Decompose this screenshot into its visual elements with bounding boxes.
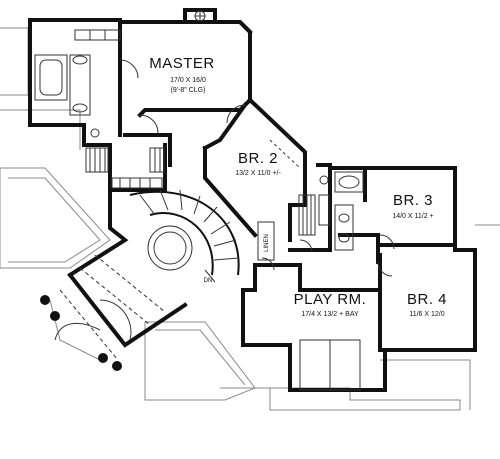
br4-size: 11/6 X 12/0 <box>409 311 444 318</box>
room-labels: MASTER 17/0 X 16/0 (9'-8" CLG) BR. 2 13/… <box>149 55 447 318</box>
br4-name: BR. 4 <box>407 291 447 308</box>
master-size: 17/0 X 16/0 <box>170 77 206 84</box>
br2-size: 13/2 X 11/0 +/- <box>235 170 281 177</box>
play-room-size: 17/4 X 13/2 + BAY <box>301 311 359 318</box>
fixtures <box>34 10 395 391</box>
stair-down-label: DN <box>204 278 213 284</box>
br2-name: BR. 2 <box>238 150 278 167</box>
master-note: (9'-8" CLG) <box>171 87 206 94</box>
linen-label: LINEN <box>264 234 270 252</box>
master-name: MASTER <box>149 55 215 72</box>
play-room-name: PLAY RM. <box>294 291 367 308</box>
walls <box>28 8 477 392</box>
br3-name: BR. 3 <box>393 192 433 209</box>
br3-size: 14/0 X 11/2 + <box>392 213 433 220</box>
